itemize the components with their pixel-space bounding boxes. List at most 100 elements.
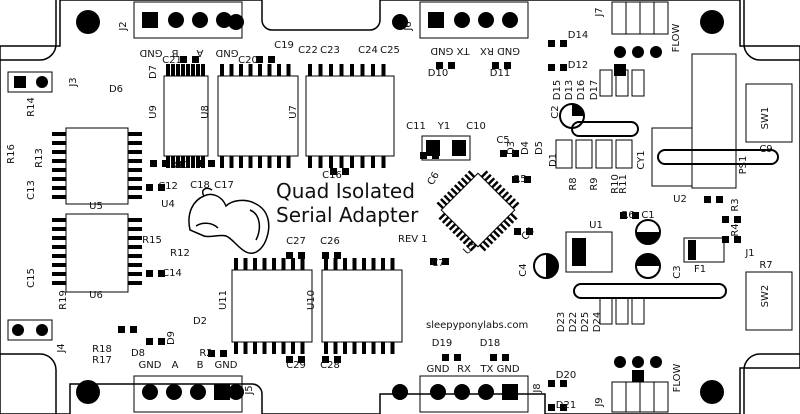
silk-label: R2: [199, 348, 212, 359]
silk-label: D7: [148, 65, 159, 79]
pad: [722, 216, 729, 223]
silk-label: J4: [56, 343, 67, 353]
pad: [52, 245, 66, 249]
silk-label: U5: [89, 201, 103, 212]
pad: [220, 156, 224, 168]
pad: [381, 156, 386, 168]
silk-label: R14: [26, 97, 37, 117]
pad: [191, 64, 195, 76]
pad: [360, 64, 365, 76]
silk-label: J7: [594, 7, 605, 17]
silk-label: R11: [170, 160, 190, 171]
silk-label: C29: [286, 360, 306, 371]
pad: [52, 195, 66, 199]
pad: [514, 228, 521, 235]
silk-label: R5: [513, 174, 526, 185]
pad: [286, 252, 293, 259]
silk-label: U4: [161, 199, 175, 210]
pad: [512, 176, 519, 183]
qfp-pin: [466, 240, 474, 248]
qfp-pin: [459, 233, 467, 242]
pad: [318, 64, 323, 76]
pad: [192, 56, 199, 63]
pad: [128, 195, 142, 199]
silk-label: SW2: [760, 285, 771, 308]
pad: [128, 186, 142, 190]
pad: [176, 64, 180, 76]
pad: [52, 254, 66, 258]
silk-label: B: [197, 360, 204, 371]
silk-label: U9: [148, 105, 159, 119]
silk-label: U10: [306, 290, 317, 310]
pad: [343, 258, 347, 270]
silk-label: D12: [568, 60, 588, 71]
silk-label: U11: [218, 290, 229, 310]
qfp-pin: [480, 170, 489, 178]
pad: [620, 212, 627, 219]
silk-label: PS1: [738, 156, 749, 175]
silk-label: D25: [580, 312, 591, 332]
pad: [560, 40, 567, 47]
pad: [234, 258, 238, 270]
pad: [52, 272, 66, 276]
pad: [150, 160, 157, 167]
silk-label: C12: [158, 181, 178, 192]
pad: [258, 156, 262, 168]
silk-label: FLOW: [671, 24, 682, 53]
mounting-hole: [228, 14, 244, 30]
silk-label: F1: [694, 264, 706, 275]
silk-label: D9: [166, 331, 177, 345]
pad: [308, 64, 312, 76]
pad: [52, 177, 66, 181]
silk-label: C10: [466, 121, 486, 132]
qfp-pin: [443, 194, 451, 203]
pad: [350, 64, 354, 76]
qfp-pin: [467, 170, 476, 178]
qfp-pin: [452, 226, 460, 235]
pad: [258, 64, 262, 76]
silk-label: D15: [552, 80, 563, 100]
pad: [243, 342, 248, 354]
module-ps1: [691, 53, 737, 189]
mounting-hole: [700, 380, 724, 404]
silk-label: J6: [403, 21, 414, 31]
pad: [262, 342, 267, 354]
silk-label: R6: [621, 210, 634, 221]
silk-label: R16: [6, 144, 17, 164]
pad: [334, 252, 341, 259]
pad: [229, 64, 234, 76]
pad: [704, 196, 711, 203]
pad: [716, 196, 723, 203]
pad: [350, 156, 354, 168]
pad: [180, 56, 187, 63]
pad: [128, 177, 142, 181]
pad: [442, 354, 449, 361]
pad: [560, 404, 567, 411]
pad: [371, 258, 376, 270]
silk-label: C5: [496, 135, 509, 146]
silk-label: J5: [244, 385, 255, 395]
pad: [502, 354, 509, 361]
pad: [243, 258, 248, 270]
pad: [253, 342, 257, 354]
qfp-pin: [436, 201, 444, 210]
pad: [548, 380, 555, 387]
silk-label: C27: [286, 236, 306, 247]
silk-label: R15: [142, 235, 162, 246]
pad: [186, 156, 190, 168]
silk-label: C1: [641, 210, 654, 221]
pad: [734, 236, 741, 243]
pad: [436, 62, 443, 69]
chip-u5: [65, 127, 129, 205]
silk-label: D2: [193, 316, 207, 327]
qfp-pin: [455, 230, 464, 238]
silk-label: GND: [139, 47, 162, 58]
pad: [352, 258, 357, 270]
pad: [253, 258, 257, 270]
pad: [52, 236, 66, 240]
pad: [262, 258, 267, 270]
silk-label: R7: [759, 260, 772, 271]
silk-label: D18: [480, 338, 500, 349]
pad: [52, 281, 66, 285]
silk-label: C20: [238, 55, 258, 66]
